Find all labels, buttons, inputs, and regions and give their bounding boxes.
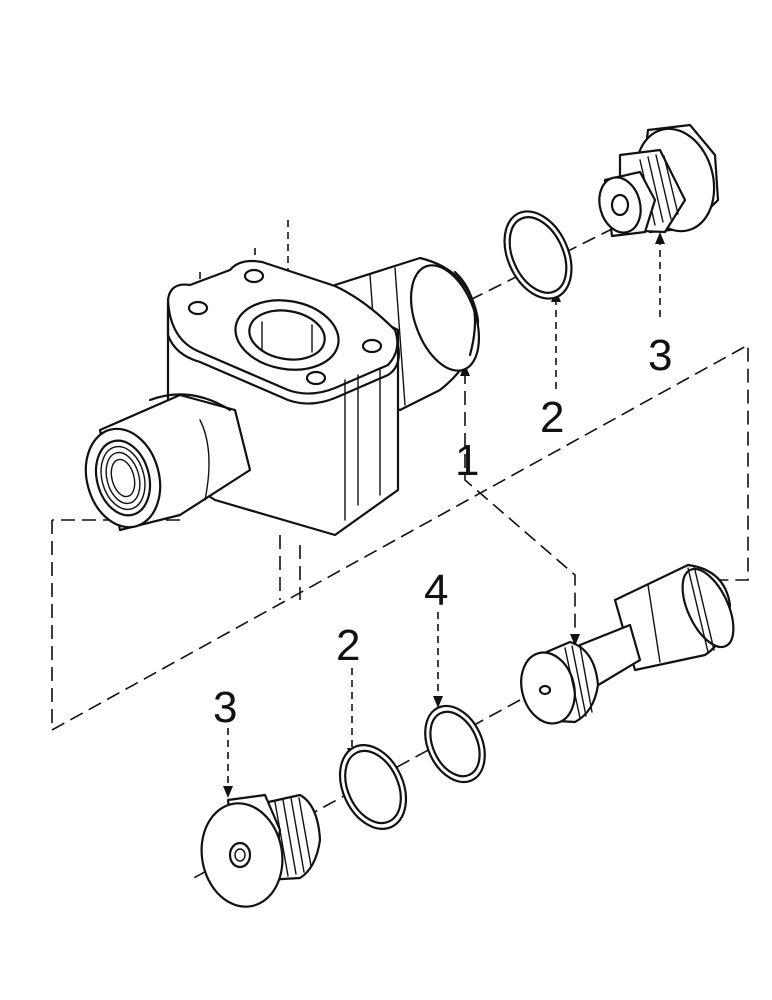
seal-ring-bottom: [338, 744, 408, 830]
seal-ring-4: [424, 704, 486, 784]
callout-2-top: 2: [540, 393, 564, 442]
valve-body: [84, 256, 480, 537]
callout-4: 4: [424, 566, 448, 615]
seal-ring-top: [503, 210, 573, 300]
callout-3-top: 3: [648, 331, 672, 380]
callout-3-bottom: 3: [213, 683, 237, 732]
callout-2-bottom: 2: [336, 621, 360, 670]
plug-fitting-bottom: [200, 793, 322, 908]
plug-fitting-top: [598, 123, 720, 238]
spool: [520, 563, 735, 725]
callouts: 3 2 1 4 2 3: [213, 331, 672, 732]
callout-1: 1: [455, 436, 479, 485]
